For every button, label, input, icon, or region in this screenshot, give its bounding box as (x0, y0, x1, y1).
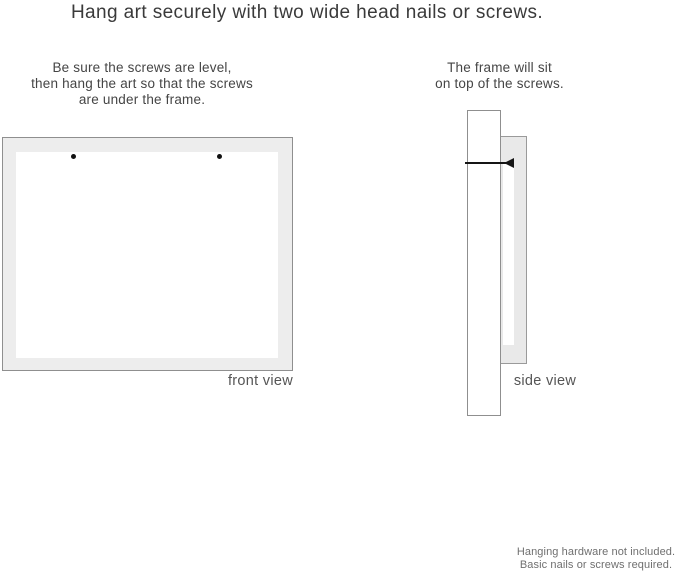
instruction-line: then hang the art so that the screws (31, 76, 253, 91)
instruction-line: Be sure the screws are level, (52, 60, 232, 75)
hardware-footnote: Hanging hardware not included. Basic nai… (514, 546, 678, 572)
front-view-instructions: Be sure the screws are level, then hang … (12, 60, 272, 108)
frame-side-view (500, 136, 527, 364)
nail-head-left-icon (71, 154, 76, 159)
wall-rect (467, 110, 501, 416)
frame-side-art-edge (503, 163, 514, 345)
side-view-label: side view (513, 373, 577, 389)
frame-front-view (2, 137, 293, 371)
instruction-line: The frame will sit (447, 60, 552, 75)
screw-shaft-icon (465, 162, 506, 164)
front-view-label: front view (227, 373, 293, 389)
footnote-line: Basic nails or screws required. (519, 559, 673, 571)
diagram-title: Hang art securely with two wide head nai… (70, 2, 544, 23)
footnote-line: Hanging hardware not included. (516, 546, 676, 558)
instruction-line: are under the frame. (78, 92, 206, 107)
frame-front-art-area (16, 152, 278, 358)
instruction-line: on top of the screws. (435, 76, 564, 91)
screw-head-icon (504, 158, 514, 168)
side-view-instructions: The frame will sit on top of the screws. (407, 60, 592, 92)
nail-head-right-icon (217, 154, 222, 159)
